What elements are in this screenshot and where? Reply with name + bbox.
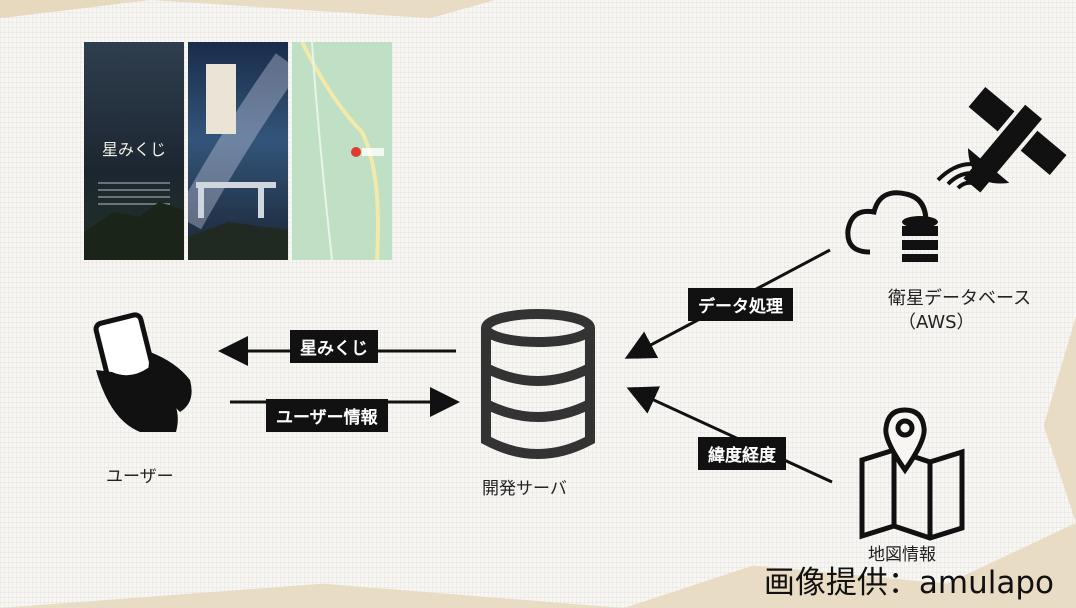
flow-label-user-info: ユーザー情報 (266, 399, 388, 432)
satellite-db-caption: 衛星データベース (888, 288, 1032, 309)
arrow-map-to-server (626, 386, 833, 484)
cloud-database-icon (845, 190, 938, 262)
smartphone-hand-icon (93, 312, 192, 432)
map-pin-icon (351, 147, 361, 157)
user-caption: ユーザー (106, 467, 174, 487)
flow-label-lat-long: 緯度経度 (698, 437, 786, 470)
satellite-icon (963, 86, 1067, 193)
satellite-db-subcaption: （AWS） (898, 312, 975, 333)
database-icon (481, 309, 595, 459)
map-illustration (300, 42, 384, 260)
map-info-caption: 地図情報 (868, 545, 936, 565)
image-credit: 画像提供：amulapo (763, 565, 1054, 601)
app-screenshot-map (292, 42, 392, 260)
app-screenshot-sky (188, 42, 288, 260)
flow-label-hoshimikuji: 星みくじ (290, 330, 378, 363)
app-description-lines (98, 182, 170, 210)
milky-way-illustration (188, 53, 288, 260)
server-caption: 開発サーバ (482, 479, 567, 499)
app-title-text: 星みくじ (101, 140, 166, 159)
map-location-icon (859, 407, 965, 541)
app-screenshot-landscape (84, 202, 184, 260)
flow-label-data-processing: データ処理 (688, 288, 793, 321)
app-screenshot-title: 星みくじ (84, 42, 184, 260)
signal-waves-icon (936, 162, 989, 190)
